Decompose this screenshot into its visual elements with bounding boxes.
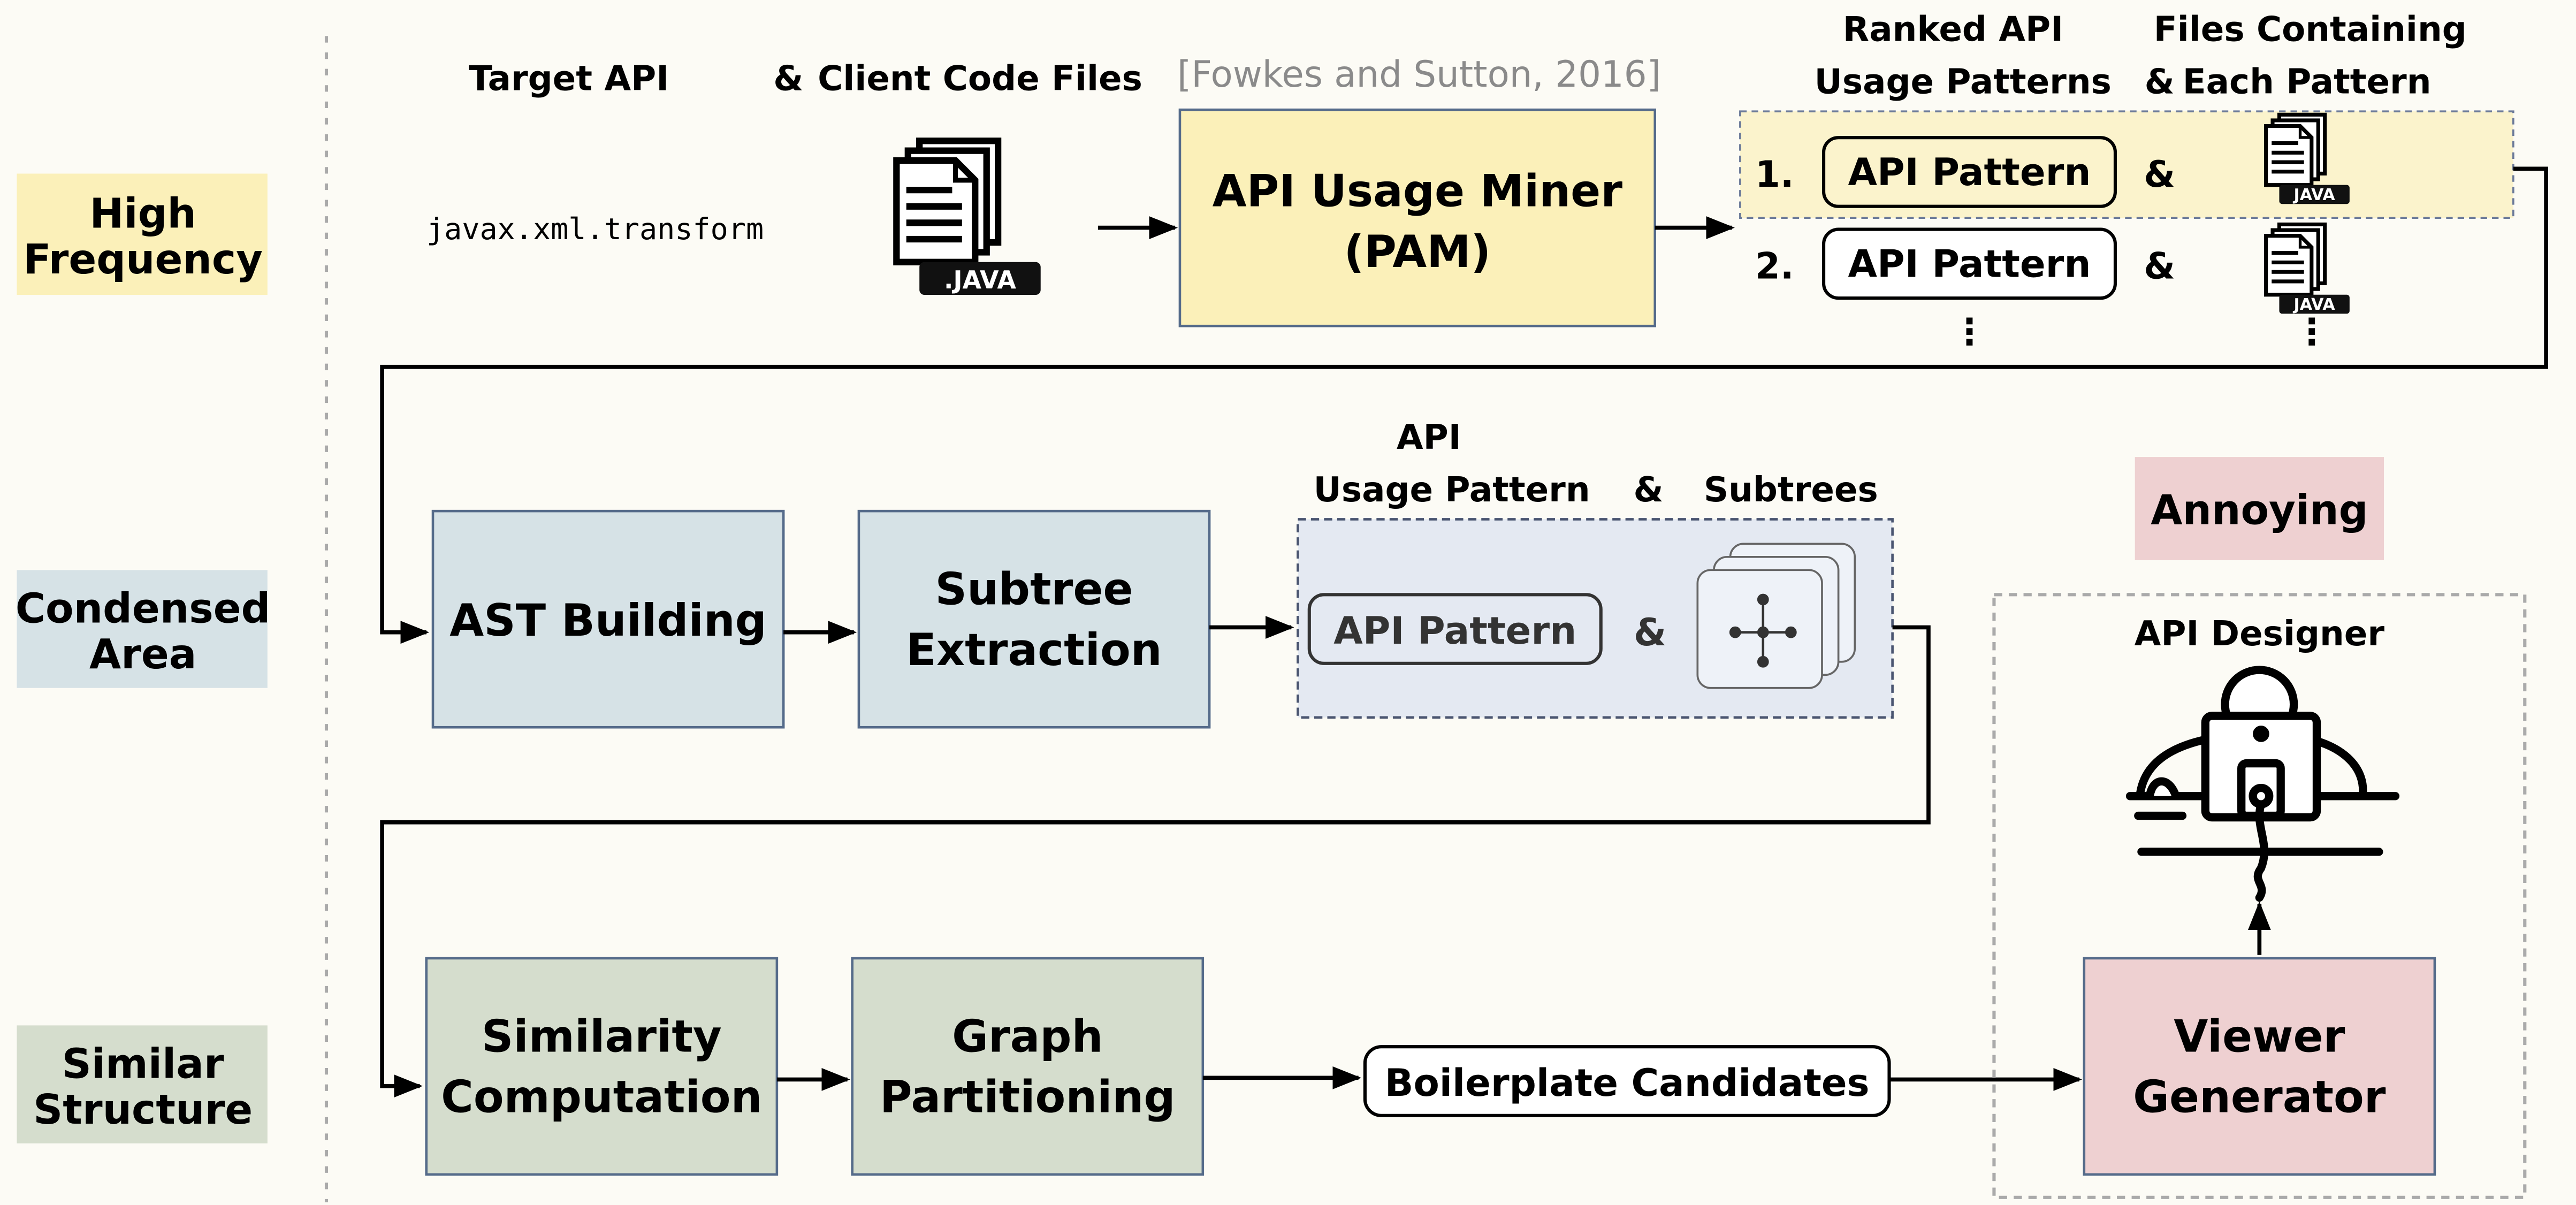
svg-text:Similarity: Similarity [482,1011,722,1062]
graph-partitioning-box: Graph Partitioning [851,957,1205,1176]
pattern-subtrees-group: API Pattern & [1297,518,1894,719]
api-pattern-label: API Pattern [1333,609,1576,653]
svg-text:&: & [1634,611,1666,654]
svg-text:JAVA: JAVA [2293,295,2336,314]
ellipsis: ⋮ [1952,310,1987,353]
subtrees-icon [1696,543,1856,689]
target-api-value: javax.xml.transform [426,212,764,246]
svg-text:JAVA: JAVA [2293,186,2336,204]
svg-text:High: High [89,190,196,238]
files-header-line1: Files Containing [2154,10,2467,50]
side-label-high-frequency: High Frequency [17,173,268,295]
ampersand: & [2145,62,2175,102]
citation: [Fowkes and Sutton, 2016] [1177,53,1661,95]
svg-text:Extraction: Extraction [906,624,1162,676]
viewer-generator-box: Viewer Generator [2083,957,2436,1176]
subtrees-header: Subtrees [1704,470,1878,510]
svg-text:Computation: Computation [441,1072,762,1123]
svg-text:AST Building: AST Building [449,595,767,646]
svg-text:Area: Area [89,631,196,678]
svg-text:Condensed: Condensed [16,585,271,632]
rank-2: 2. [1755,245,1794,287]
ranked-header-line1: Ranked API [1843,10,2063,50]
similarity-computation-box: Similarity Computation [425,957,779,1176]
svg-text:Partitioning: Partitioning [880,1072,1175,1123]
svg-text:Graph: Graph [952,1011,1103,1062]
java-files-icon: .JAVA [896,141,1040,295]
connector-row2-row3 [380,625,1931,1098]
ampersand: & [773,58,803,98]
svg-text:Boilerplate Candidates: Boilerplate Candidates [1385,1061,1870,1105]
svg-text:&: & [2144,153,2175,195]
side-label-condensed-area: Condensed Area [16,570,271,688]
connector-row1-row2 [380,166,2548,644]
api-designer-icon [2125,666,2400,902]
files-header-line2: Each Pattern [2183,62,2432,102]
svg-text:Viewer: Viewer [2174,1011,2345,1062]
side-label-similar-structure: Similar Structure [17,1025,268,1143]
api-designer-label: API Designer [2135,614,2385,654]
java-files-icon-small: JAVA [2266,224,2350,314]
svg-text:&: & [2144,245,2175,287]
svg-text:.JAVA: .JAVA [944,265,1016,294]
svg-text:Frequency: Frequency [23,236,263,284]
ellipsis: ⋮ [2294,310,2330,353]
svg-text:Structure: Structure [33,1086,253,1134]
api-pattern-1: API Pattern [1822,136,2117,208]
ranked-header-line2: Usage Patterns [1815,62,2112,102]
svg-text:API Pattern: API Pattern [1848,150,2091,194]
svg-text:(PAM): (PAM) [1344,226,1491,278]
svg-text:&: & [1633,470,1663,510]
svg-text:Similar: Similar [62,1040,224,1088]
usage-header-line1: API [1397,417,1461,457]
ast-building-box: AST Building [431,509,785,729]
client-code-header: Client Code Files [818,58,1142,98]
svg-text:Annoying: Annoying [2151,487,2368,535]
subtree-extraction-box: Subtree Extraction [857,509,1211,729]
annoying-region [1992,593,2527,1199]
svg-text:Subtree: Subtree [935,564,1133,615]
svg-text:API Usage Miner: API Usage Miner [1213,166,1623,217]
api-usage-miner-box: API Usage Miner (PAM) [1178,108,1657,327]
rank-1: 1. [1755,153,1794,195]
target-api-header: Target API [469,58,669,98]
annoying-label: Annoying [2135,457,2384,560]
api-pattern-2: API Pattern [1822,227,2117,300]
svg-text:API Pattern: API Pattern [1848,242,2091,286]
svg-text:Generator: Generator [2133,1072,2386,1123]
java-files-icon-small: JAVA [2266,115,2350,204]
boilerplate-candidates: Boilerplate Candidates [1363,1045,1891,1117]
usage-header-line2: Usage Pattern [1314,470,1590,510]
